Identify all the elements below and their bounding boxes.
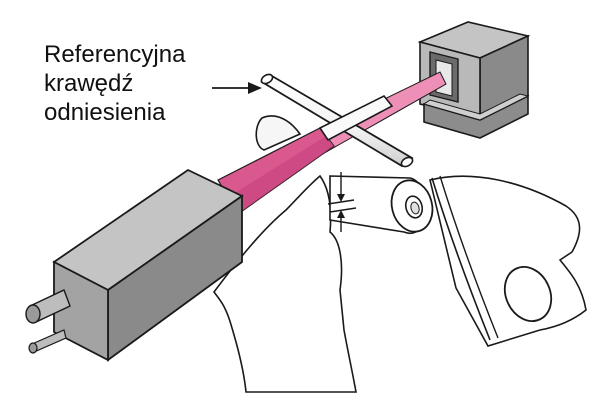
web-sheet-fold-line-2 xyxy=(439,175,499,339)
gap-extension-lower xyxy=(329,207,357,213)
reference-edge-label-line-1: Referencyjna xyxy=(44,41,186,68)
emitter-connector-large xyxy=(25,289,71,324)
cross-bar-body xyxy=(318,94,394,142)
back-roller xyxy=(255,115,302,151)
reference-edge-label-line-3: odniesienia xyxy=(44,99,166,126)
beam-shadow xyxy=(230,136,334,214)
gap-dimension-marker xyxy=(327,172,357,232)
gap-arrow-lower-head xyxy=(337,210,345,218)
gap-arrow-upper-head xyxy=(337,194,345,202)
receiver-housing xyxy=(417,21,531,139)
rod-end-cap-near xyxy=(400,156,414,168)
reference-edge-label: Referencyjna krawędź odniesienia xyxy=(44,40,185,127)
reference-edge-label-line-2: krawędź xyxy=(44,70,134,97)
rod-end-cap-far xyxy=(260,73,274,85)
take-up-roll-end xyxy=(503,266,553,322)
callout-arrow-icon xyxy=(212,82,262,94)
front-roller-hub-inner xyxy=(410,201,420,215)
emitter-connector-small xyxy=(28,329,67,354)
emitter-housing xyxy=(25,168,244,362)
receiver-base-top xyxy=(422,93,530,121)
web-sheet-right-roll xyxy=(429,175,587,347)
web-sheet-front xyxy=(212,174,357,393)
front-roller xyxy=(329,175,434,234)
back-roller-body xyxy=(255,115,302,151)
web-sheet-fold-line xyxy=(431,177,491,341)
connector-small-cap xyxy=(28,342,38,354)
callout-arrow-head xyxy=(248,82,262,94)
connector-large-cap xyxy=(25,304,41,324)
web-material xyxy=(212,174,587,393)
sensor-cross-bar xyxy=(318,94,394,142)
